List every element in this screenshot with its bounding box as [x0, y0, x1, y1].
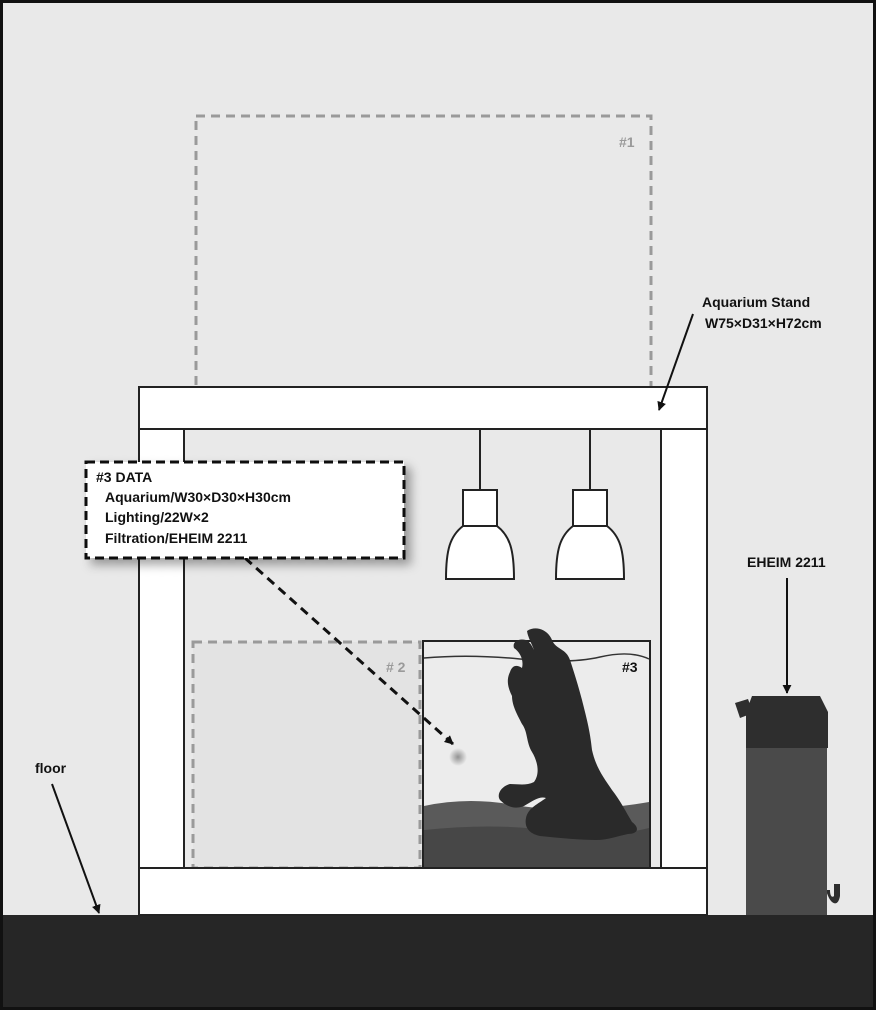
stand-title-label: Aquarium Stand [702, 294, 810, 310]
driftwood-icon [498, 628, 637, 840]
floor-label: floor [35, 760, 67, 776]
data-box-frame [84, 460, 406, 560]
data-box-filtration: Filtration/EHEIM 2211 [105, 530, 248, 546]
data-box-title: #3 DATA [96, 469, 152, 485]
area-1-label: #1 [619, 134, 635, 150]
floor-arrow [51, 783, 101, 914]
filter-label: EHEIM 2211 [747, 554, 826, 570]
area-2-label: # 2 [386, 659, 406, 675]
filter-body [746, 740, 827, 915]
stand-dims-label: W75×D31×H72cm [705, 315, 822, 331]
canister-filter-icon [735, 696, 840, 915]
data-box-lighting: Lighting/22W×2 [105, 509, 209, 525]
arrow-target-dot [449, 748, 467, 766]
area-3-label: #3 [622, 659, 638, 675]
data-box-aquarium: Aquarium/W30×D30×H30cm [105, 489, 291, 505]
stand-top-board [138, 386, 708, 430]
filter-cap [746, 696, 828, 748]
stand-right-leg [660, 428, 708, 870]
area-1-outline [194, 114, 653, 390]
floor [0, 915, 876, 1010]
pendant-lamp-icon [444, 429, 516, 580]
stand-arrow [657, 313, 694, 411]
data-box: #3 DATA Aquarium/W30×D30×H30cm Lighting/… [84, 460, 406, 560]
data-box-arrow [244, 556, 454, 746]
stand-bottom-board [138, 867, 708, 916]
pendant-lamp-icon [554, 429, 626, 580]
area-2-outline [191, 640, 422, 870]
